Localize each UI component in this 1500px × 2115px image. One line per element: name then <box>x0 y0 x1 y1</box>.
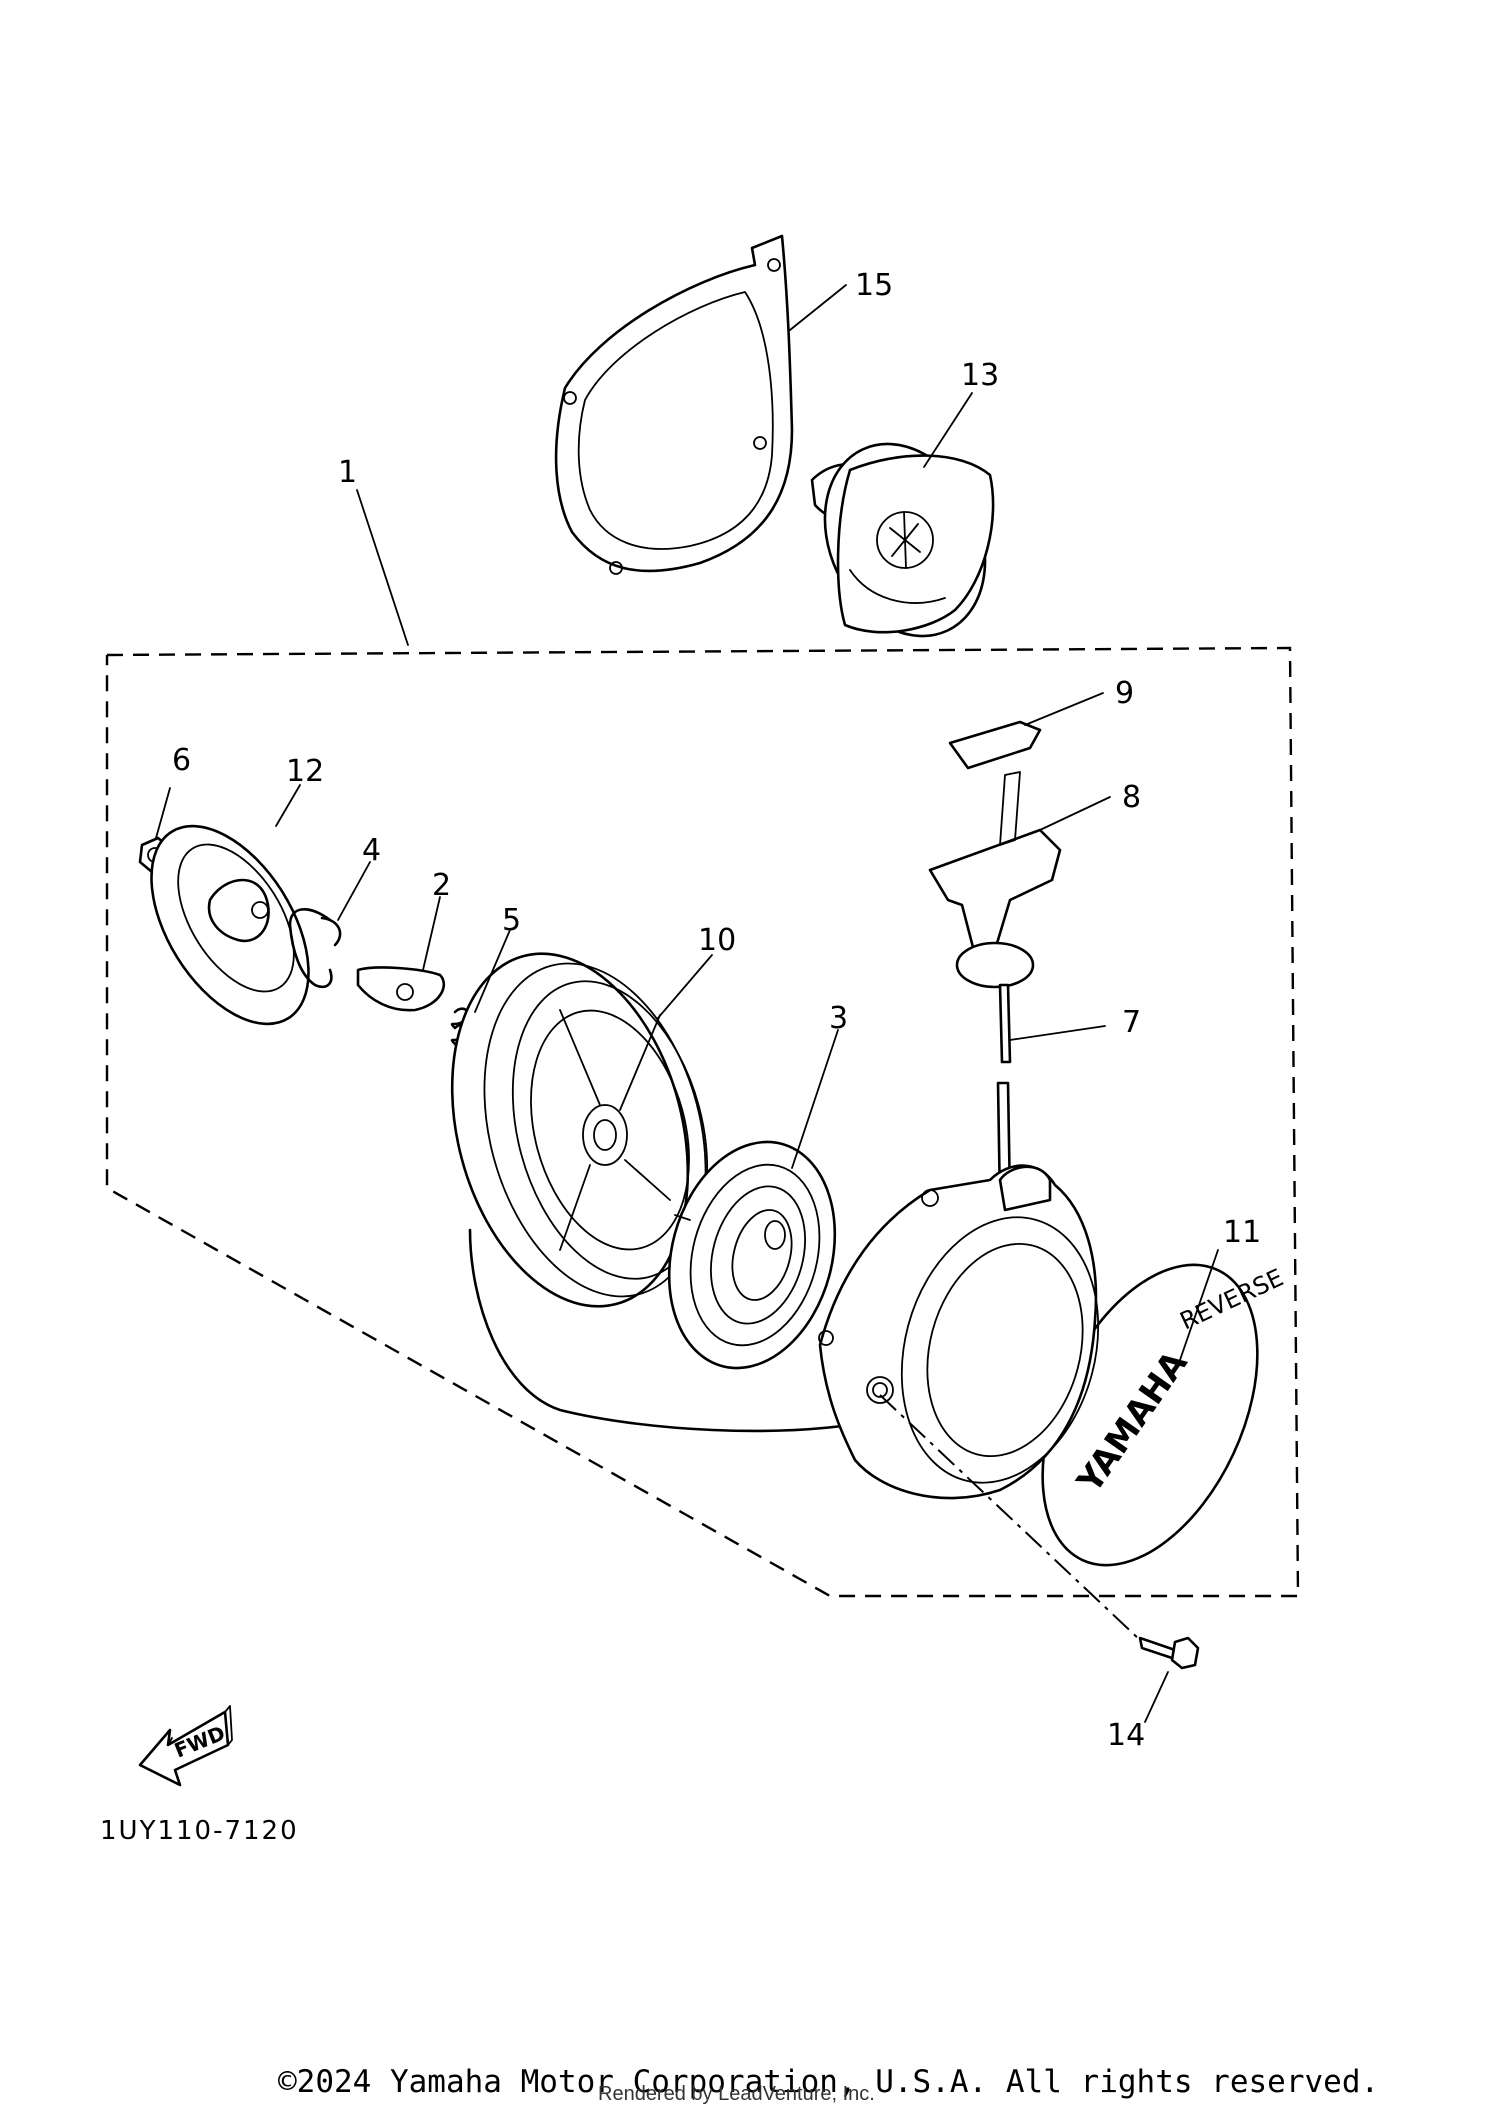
callout-10: 10 <box>698 923 736 958</box>
callout-1: 1 <box>338 455 357 490</box>
callouts: 1 2 3 4 5 6 7 8 9 10 11 12 13 14 15 <box>172 268 1261 1753</box>
callout-6: 6 <box>172 743 191 778</box>
starter-case <box>818 1164 1100 1500</box>
part-14-bolt <box>1138 1636 1200 1670</box>
diagram-code: 1UY110-7120 <box>100 1816 299 1846</box>
part-12-plate <box>150 824 310 1026</box>
leader-lines <box>155 284 1219 1723</box>
copyright-notice: ©2024 Yamaha Motor Corporation, U.S.A. A… <box>278 2064 1380 2100</box>
callout-8: 8 <box>1122 780 1141 815</box>
callout-4: 4 <box>362 833 381 868</box>
callout-9: 9 <box>1115 676 1134 711</box>
assembly-boundary <box>105 646 1300 1598</box>
fwd-arrow-icon: FWD <box>138 1705 233 1787</box>
callout-12: 12 <box>286 754 324 789</box>
part-4-clip <box>288 908 342 989</box>
rendered-by-text: Rendered by LeadVenture, Inc. <box>598 2083 875 2105</box>
callout-14: 14 <box>1107 1718 1145 1753</box>
callout-7: 7 <box>1122 1005 1141 1040</box>
part-13-drive-plate <box>810 442 995 638</box>
callout-11: 11 <box>1223 1215 1261 1250</box>
callout-5: 5 <box>502 903 521 938</box>
part-10-pulley <box>450 952 709 1308</box>
callout-13: 13 <box>961 358 999 393</box>
part-2-pawl <box>356 966 446 1012</box>
callout-15: 15 <box>855 268 893 303</box>
part-9-handle-cap <box>948 720 1042 770</box>
bolt-centerline <box>879 1394 1141 1641</box>
part-8-starter-handle <box>928 771 1062 989</box>
callout-2: 2 <box>432 868 451 903</box>
part-3-spiral-spring <box>667 1140 837 1370</box>
part-15-gasket <box>554 234 794 575</box>
callout-3: 3 <box>829 1001 848 1036</box>
